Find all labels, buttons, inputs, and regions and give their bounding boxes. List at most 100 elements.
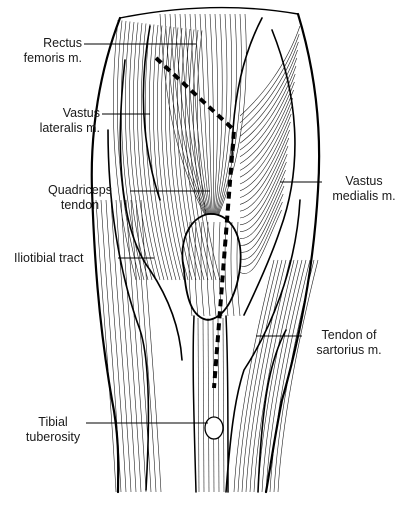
- muscle-fiber: [212, 317, 215, 493]
- muscle-fiber: [239, 49, 298, 137]
- muscle-fiber: [113, 19, 137, 281]
- muscle-fiber: [185, 28, 209, 281]
- muscle-fiber: [140, 199, 162, 493]
- label-line: lateralis m.: [39, 121, 100, 135]
- muscle-fiber: [121, 20, 145, 281]
- tibial-tuberosity-mark: [204, 416, 224, 440]
- muscle-fiber: [218, 13, 247, 216]
- muscle-fiber: [189, 29, 213, 281]
- muscle-fiber: [149, 24, 173, 281]
- muscle-fiber: [222, 317, 225, 493]
- label-line: tuberosity: [25, 430, 81, 444]
- muscle-fiber: [207, 317, 210, 493]
- muscle-fiber: [200, 221, 205, 317]
- label-vastus-lateralis: Vastus lateralis m.: [14, 106, 100, 136]
- muscle-fiber: [137, 22, 161, 281]
- label-line: sartorius m.: [316, 343, 382, 357]
- muscle-fiber: [261, 259, 303, 493]
- muscle-fiber: [239, 177, 286, 246]
- muscle-fiber: [239, 129, 290, 205]
- muscle-fiber: [125, 21, 149, 281]
- muscle-fiber: [204, 13, 213, 216]
- label-vastus-medialis: Vastus medialis m.: [322, 174, 406, 204]
- muscle-fiber: [239, 65, 297, 151]
- muscle-fiber: [257, 259, 299, 493]
- muscle-fiber: [237, 259, 279, 493]
- muscle-fiber: [165, 26, 189, 281]
- label-quadriceps-tendon: Quadriceps tendon: [30, 183, 130, 213]
- label-line: Vastus: [345, 174, 383, 188]
- muscle-fiber: [239, 25, 301, 117]
- muscle-fiber: [213, 13, 218, 216]
- iliotibial-border: [107, 129, 150, 491]
- muscle-fiber: [120, 199, 142, 493]
- label-tendon-sartorius: Tendon of sartorius m.: [304, 328, 394, 358]
- muscle-fiber: [197, 30, 221, 281]
- top-arc: [119, 6, 299, 19]
- muscle-fiber: [239, 73, 296, 158]
- muscle-fiber: [145, 23, 169, 281]
- muscle-fiber: [239, 33, 300, 124]
- muscle-fiber: [133, 22, 157, 281]
- muscle-fiber: [173, 27, 197, 281]
- muscle-fiber: [215, 13, 233, 216]
- muscle-fiber: [239, 161, 287, 232]
- muscle-fiber: [239, 41, 299, 130]
- muscle-fiber: [239, 81, 295, 164]
- muscle-fiber: [110, 199, 132, 493]
- muscle-boundaries: [107, 17, 301, 493]
- muscle-fiber: [197, 317, 200, 493]
- label-iliotibial-tract: Iliotibial tract: [14, 251, 83, 266]
- patellar-ligament-left: [192, 315, 197, 493]
- label-line: Quadriceps: [48, 183, 112, 197]
- muscle-fiber: [215, 13, 228, 216]
- label-tibial-tuberosity: Tibial tuberosity: [20, 415, 86, 445]
- muscle-fiber: [217, 317, 220, 493]
- patella-outline: [181, 213, 242, 321]
- muscle-fiber: [209, 13, 214, 216]
- muscle-fiber: [202, 317, 205, 493]
- dashed-reference-line: [154, 56, 237, 389]
- muscle-fiber: [239, 89, 294, 171]
- muscle-fiber: [95, 199, 117, 493]
- muscle-fiber: [230, 221, 235, 317]
- muscle-fiber: [177, 27, 201, 281]
- medial-lower-border: [257, 329, 287, 493]
- muscle-fiber: [153, 24, 177, 281]
- muscle-fiber: [277, 259, 319, 493]
- muscle-fiber: [218, 221, 223, 317]
- muscle-fiber: [169, 26, 193, 281]
- muscle-fiber: [269, 259, 311, 493]
- muscle-fiber: [141, 23, 165, 281]
- muscle-fiber: [105, 199, 127, 493]
- sartorius-border: [225, 199, 301, 493]
- patellar-ligament-right: [225, 315, 229, 493]
- muscle-fiber: [161, 25, 185, 281]
- muscle-fiber: [125, 199, 147, 493]
- muscle-fiber: [239, 209, 282, 274]
- muscle-fiber: [236, 221, 241, 317]
- muscle-fiber: [233, 259, 275, 493]
- muscle-fiber: [117, 20, 141, 281]
- muscle-fiber: [239, 137, 290, 212]
- rectus-medial-border: [231, 17, 263, 161]
- muscle-fiber: [239, 201, 283, 267]
- muscle-fiber: [212, 221, 217, 317]
- label-line: Vastus: [62, 106, 100, 120]
- muscle-fiber: [224, 221, 229, 317]
- knee-outline: [90, 6, 321, 494]
- label-line: femoris m.: [23, 51, 82, 65]
- muscle-fiber: [239, 105, 293, 185]
- muscle-fiber: [253, 259, 295, 493]
- vastus-medialis-border: [243, 29, 296, 316]
- muscle-fiber: [194, 221, 199, 317]
- muscle-fiber: [239, 113, 292, 192]
- muscle-fiber: [239, 193, 284, 260]
- muscle-fiber: [265, 259, 307, 493]
- muscle-fiber: [245, 259, 287, 493]
- rectus-lateral-border: [142, 25, 161, 201]
- muscle-fiber: [239, 153, 288, 226]
- muscle-fiber: [206, 221, 211, 317]
- muscle-fiber: [188, 221, 193, 317]
